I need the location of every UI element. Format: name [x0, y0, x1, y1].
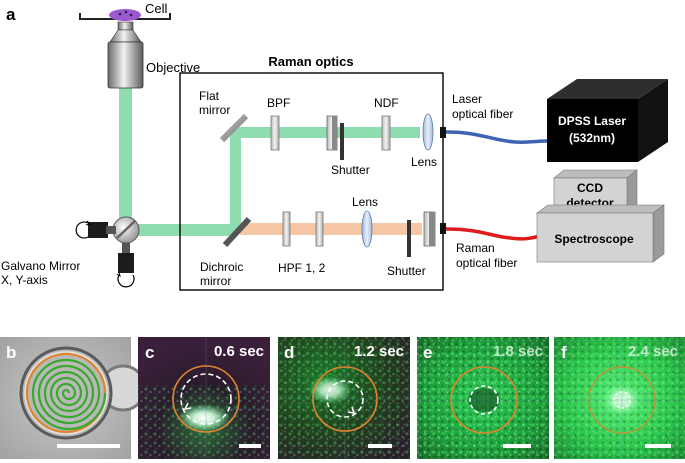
laser-shutter [326, 115, 344, 160]
scale-bar-e [503, 444, 531, 448]
raman-shutter [407, 211, 436, 257]
hpf-filter-1 [282, 211, 291, 247]
galvano-label-2: X, Y-axis [1, 273, 48, 287]
spiral-scan-path [31, 358, 107, 431]
panel-e-time: 1.8 sec [493, 343, 543, 360]
cell-label: Cell [145, 1, 168, 16]
flat-mirror-label-1: Flat [199, 89, 220, 103]
scale-bar-b [57, 444, 120, 448]
ndf-filter [381, 115, 391, 151]
galvano-mirror [88, 216, 140, 273]
laser-beam-path [119, 88, 420, 236]
objective-label: Objective [146, 60, 200, 75]
raman-fiber-label-1: Raman [456, 241, 495, 255]
raman-optics-box [179, 72, 444, 291]
y-axis-rotation-icon [117, 274, 135, 288]
bpf-filter [270, 115, 280, 151]
laser-box-label-2: (532nm) [569, 131, 615, 145]
galvano-label-1: Galvano Mirror [1, 259, 80, 273]
panel-d-image [278, 337, 410, 459]
ndf-label: NDF [374, 96, 399, 110]
hpf-filter-2 [315, 211, 324, 247]
panel-f-image [554, 337, 685, 459]
raman-fiber-label-2: optical fiber [456, 256, 517, 270]
spectroscope-label: Spectroscope [554, 232, 634, 246]
cell-dish [79, 9, 171, 21]
panel-b-letter: b [6, 343, 16, 362]
flat-mirror-label-2: mirror [199, 103, 230, 117]
laser-lens [422, 113, 434, 151]
laser-fiber-label-1: Laser [452, 92, 482, 106]
panel-c-image [138, 337, 270, 459]
spectroscope [536, 204, 665, 263]
raman-lens [361, 210, 373, 248]
laser-box-label-1: DPSS Laser [558, 114, 626, 128]
cell-icon [109, 9, 141, 21]
scale-bar-f [645, 444, 671, 448]
panel-f-time: 2.4 sec [628, 343, 678, 360]
dichroic-label-1: Dichroic [200, 260, 243, 274]
scale-bar-c [239, 444, 261, 448]
panel-f-letter: f [561, 343, 567, 362]
shutter-raman-label: Shutter [387, 264, 426, 278]
panel-d-letter: d [284, 343, 294, 362]
hpf-label: HPF 1, 2 [278, 261, 326, 275]
x-axis-rotation-icon [75, 221, 89, 239]
dichroic-mirror [222, 216, 252, 248]
ccd-label-1: CCD [577, 181, 603, 195]
panel-c-letter: c [145, 343, 154, 362]
laser-fiber-label-2: optical fiber [452, 107, 513, 121]
shutter-laser-label: Shutter [331, 163, 370, 177]
laser-optical-fiber [445, 130, 549, 145]
panel-c-time: 0.6 sec [214, 343, 264, 360]
bpf-label: BPF [267, 96, 290, 110]
panel-e-image [417, 337, 549, 459]
panel-e-letter: e [423, 343, 432, 362]
dpss-laser [547, 79, 668, 162]
lens-laser-label: Lens [411, 155, 437, 169]
panel-a-letter: a [6, 5, 16, 24]
objective-lens [107, 21, 144, 89]
lens-raman-label: Lens [352, 195, 378, 209]
scale-bar-d [368, 444, 392, 448]
panel-d-time: 1.2 sec [354, 343, 404, 360]
flat-mirror [219, 113, 249, 143]
dichroic-label-2: mirror [200, 274, 231, 288]
panel-b-image [0, 337, 147, 459]
raman-optics-label: Raman optics [268, 54, 353, 69]
raman-beam-path [240, 223, 422, 235]
raman-optical-fiber [445, 227, 541, 241]
